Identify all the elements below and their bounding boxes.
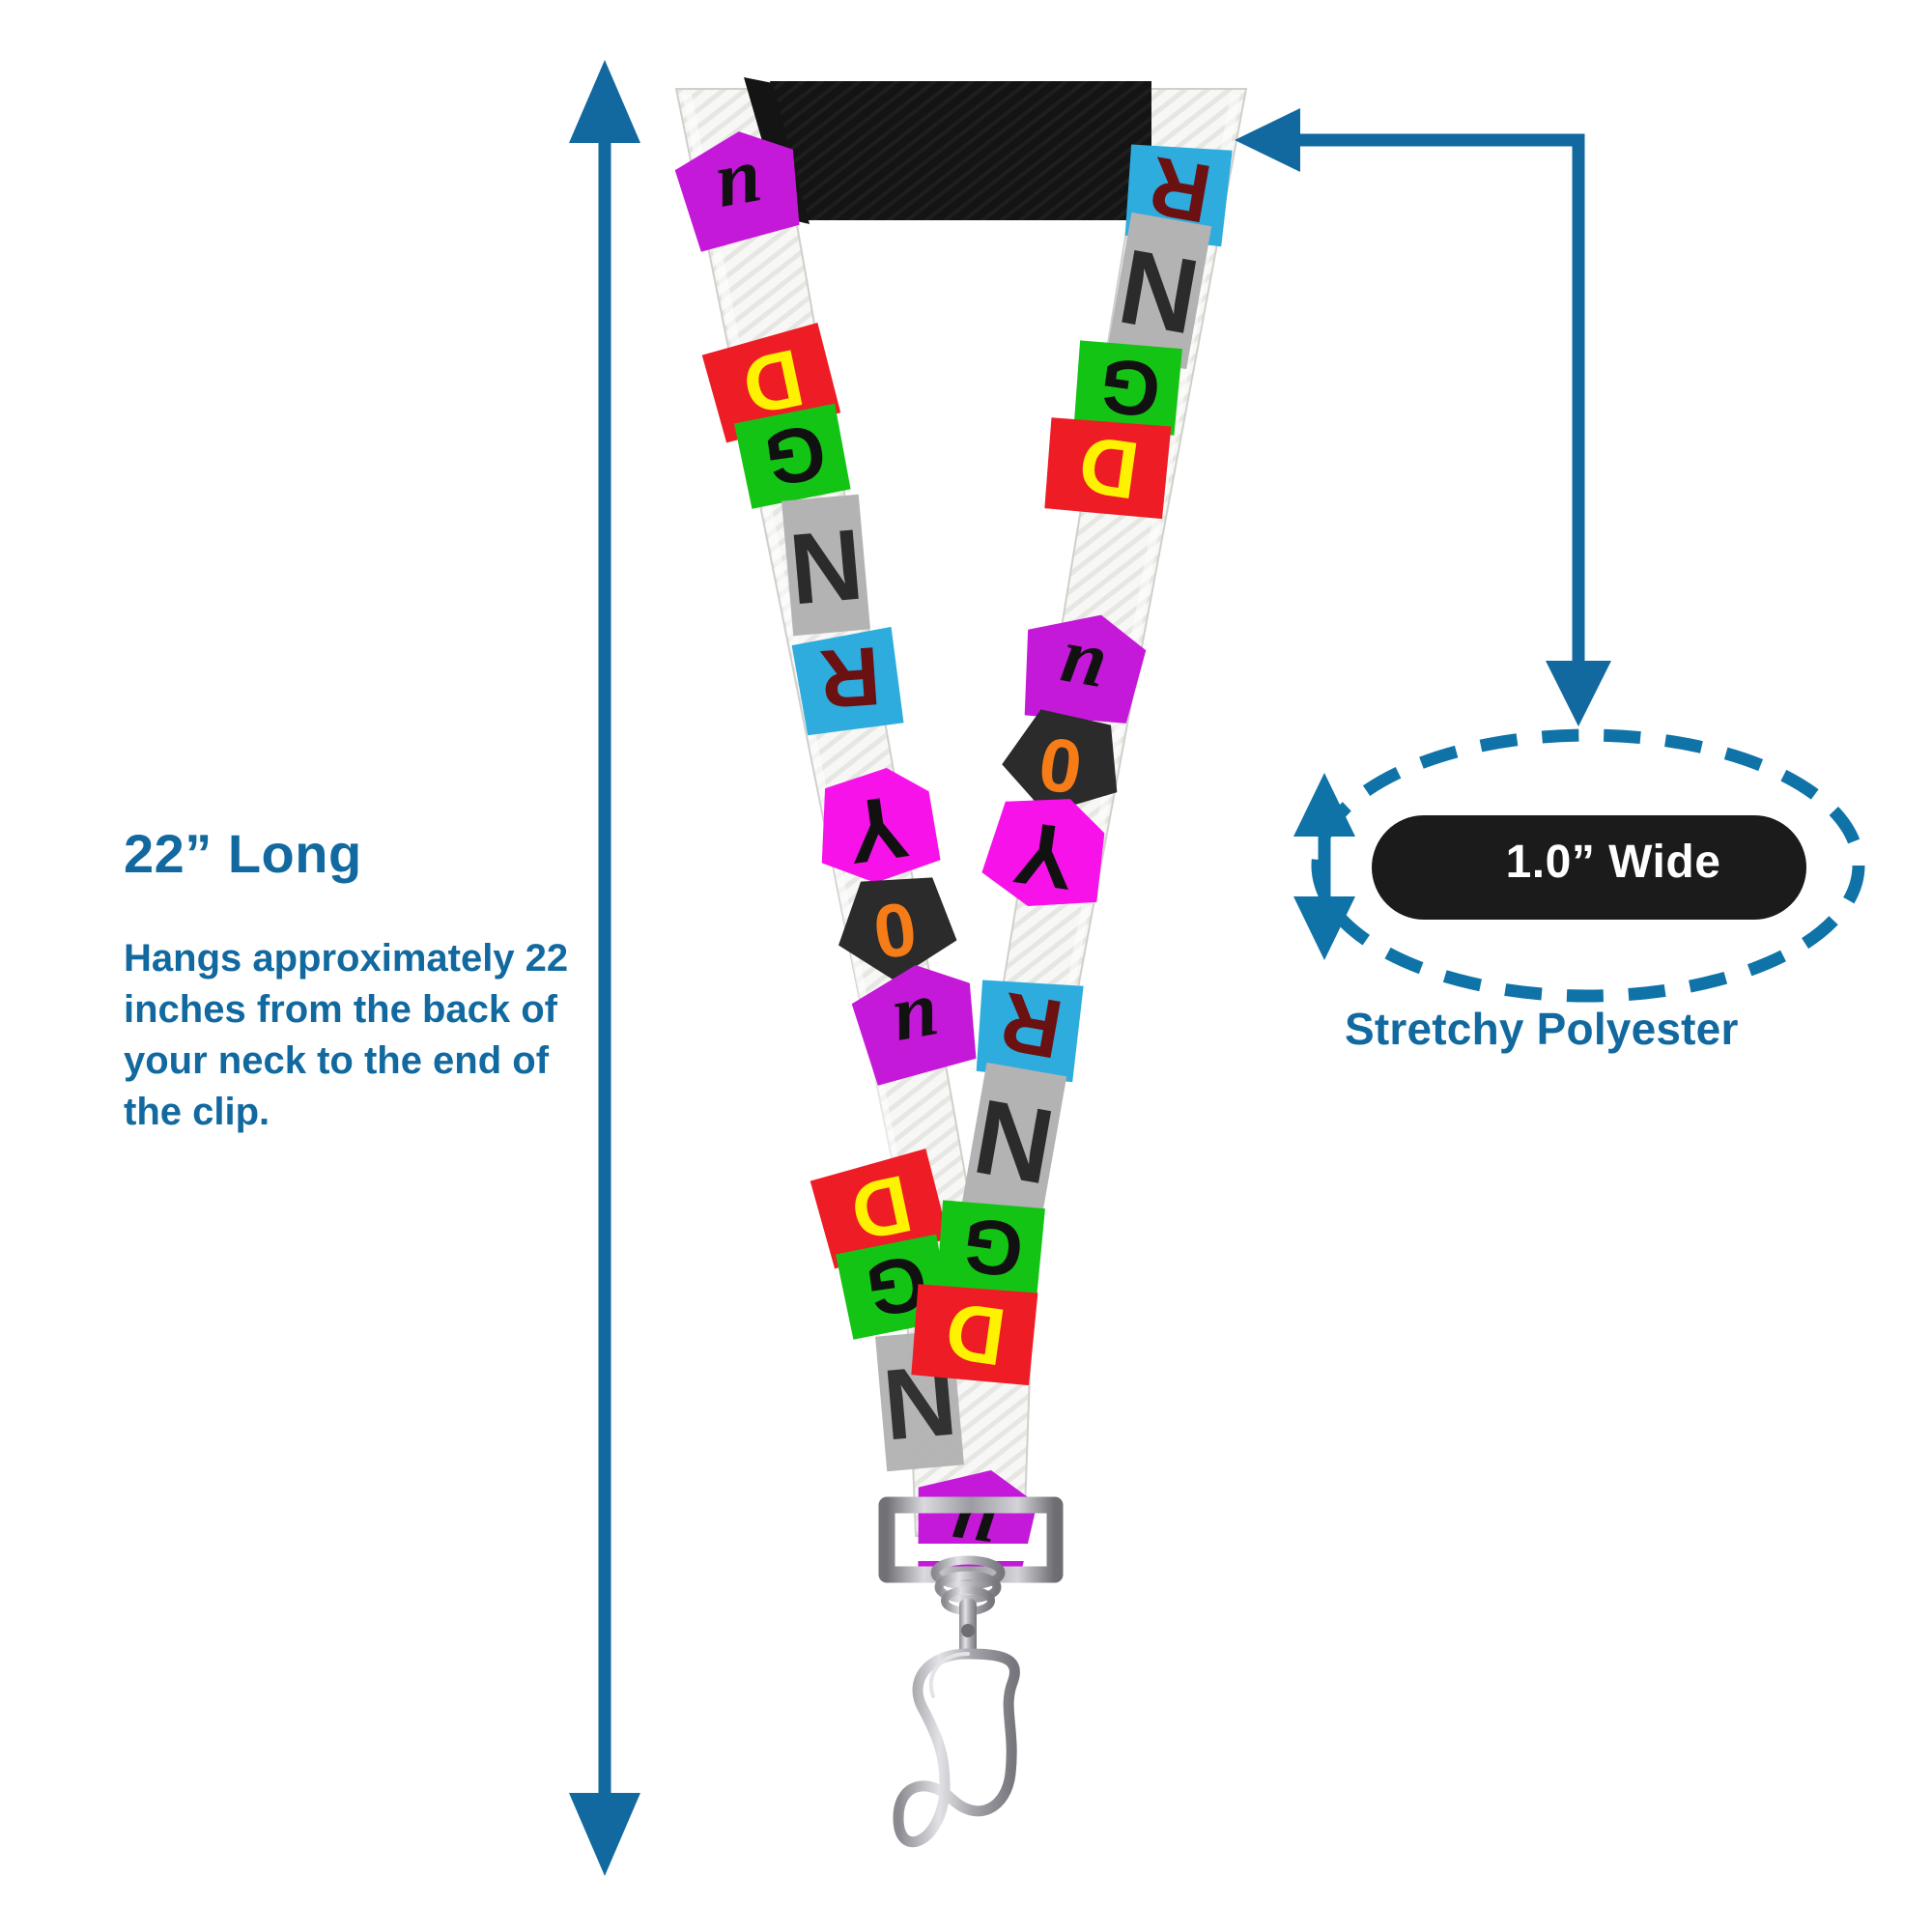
svg-text:G: G (759, 409, 831, 502)
length-info-block: 22” Long Hangs approximately 22 inches f… (124, 823, 587, 1139)
lanyard-hardware (878, 1496, 1064, 1848)
letter-tiles-left: u D G N R (674, 131, 977, 1472)
strap-cross-section-pill (1372, 815, 1806, 920)
j-hook-clasp (893, 1648, 1020, 1848)
svg-text:G: G (957, 1201, 1029, 1294)
svg-text:N: N (785, 507, 867, 625)
swivel-spring (930, 1555, 1006, 1659)
svg-text:G: G (1094, 341, 1166, 435)
length-description: Hangs approximately 22 inches from the b… (124, 936, 569, 1134)
svg-text:D: D (940, 1285, 1010, 1383)
svg-text:R: R (817, 629, 884, 725)
svg-text:Y: Y (1009, 802, 1081, 908)
width-highlight-ellipse (1311, 728, 1865, 1003)
width-callout-connector (1235, 108, 1611, 726)
width-dimension-arrow (1293, 773, 1355, 960)
length-dimension-arrow (569, 60, 640, 1876)
length-heading: 22” Long (124, 823, 362, 884)
letter-tiles-right: R N G D u (911, 138, 1233, 1578)
svg-text:Y: Y (841, 776, 914, 882)
slide-bar-hardware (878, 1496, 1064, 1583)
svg-text:D: D (1073, 418, 1144, 517)
material-label: Stretchy Polyester (1345, 1004, 1739, 1054)
